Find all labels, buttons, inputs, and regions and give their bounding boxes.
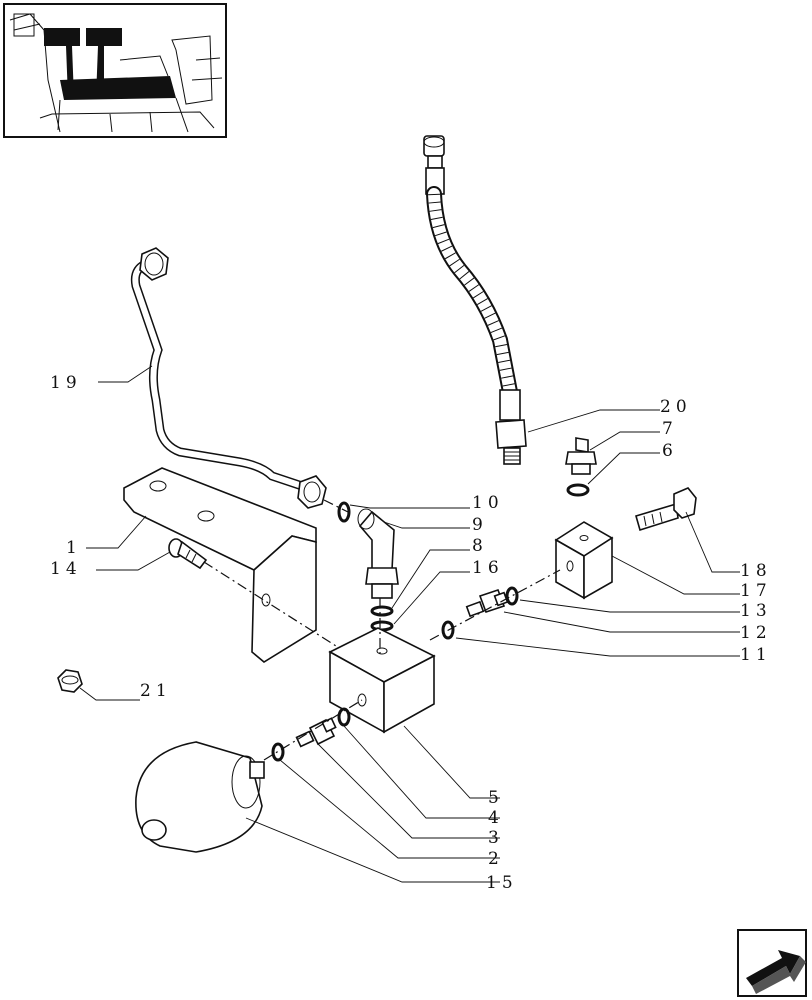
label-13: 13 <box>740 601 772 621</box>
label-4: 4 <box>488 808 504 828</box>
label-16: 16 <box>472 558 504 578</box>
leader-lines <box>79 365 740 883</box>
label-14: 14 <box>50 559 82 579</box>
bolt-14 <box>168 538 208 570</box>
label-8: 8 <box>472 536 488 556</box>
bolt-18 <box>635 487 697 532</box>
label-2: 2 <box>488 849 504 869</box>
label-9: 9 <box>472 515 488 535</box>
label-5: 5 <box>488 788 504 808</box>
flexible-hose-20 <box>423 135 527 465</box>
switch-7 <box>565 437 597 475</box>
next-page-arrow-icon <box>746 950 806 994</box>
nut-21 <box>57 669 83 693</box>
label-20: 20 <box>660 397 692 417</box>
o-ring-4 <box>337 707 351 727</box>
small-block-17 <box>554 521 614 600</box>
tractor-pedals-locator-icon <box>9 13 223 133</box>
label-3: 3 <box>488 828 504 848</box>
part-labels: 19 20 7 6 10 9 8 16 1 14 18 17 13 12 11 … <box>50 373 772 893</box>
accumulator-15 <box>135 741 265 853</box>
assembly-axes <box>203 499 561 761</box>
o-ring-6 <box>566 483 590 497</box>
o-ring-10 <box>337 501 351 523</box>
washer-8 <box>370 605 394 617</box>
union-fitting-3 <box>295 717 337 748</box>
label-1: 1 <box>66 538 82 558</box>
elbow-fitting-9 <box>357 508 399 599</box>
mounting-bracket-1 <box>123 467 317 663</box>
valve-block-5 <box>328 627 436 734</box>
label-21: 21 <box>140 681 172 701</box>
label-18: 18 <box>740 561 772 581</box>
o-ring-2 <box>271 742 285 762</box>
label-10: 10 <box>472 493 504 513</box>
rigid-pipe-19 <box>130 247 327 509</box>
label-12: 12 <box>740 623 772 643</box>
label-17: 17 <box>740 581 772 601</box>
locator-thumbnail[interactable] <box>3 3 227 138</box>
label-19: 19 <box>50 373 82 393</box>
next-page-button[interactable] <box>737 929 807 997</box>
label-7: 7 <box>662 419 678 439</box>
label-11: 11 <box>740 645 772 665</box>
label-6: 6 <box>662 441 678 461</box>
union-fitting-12 <box>465 588 509 618</box>
label-15: 15 <box>486 873 518 893</box>
o-ring-13 <box>505 586 519 606</box>
